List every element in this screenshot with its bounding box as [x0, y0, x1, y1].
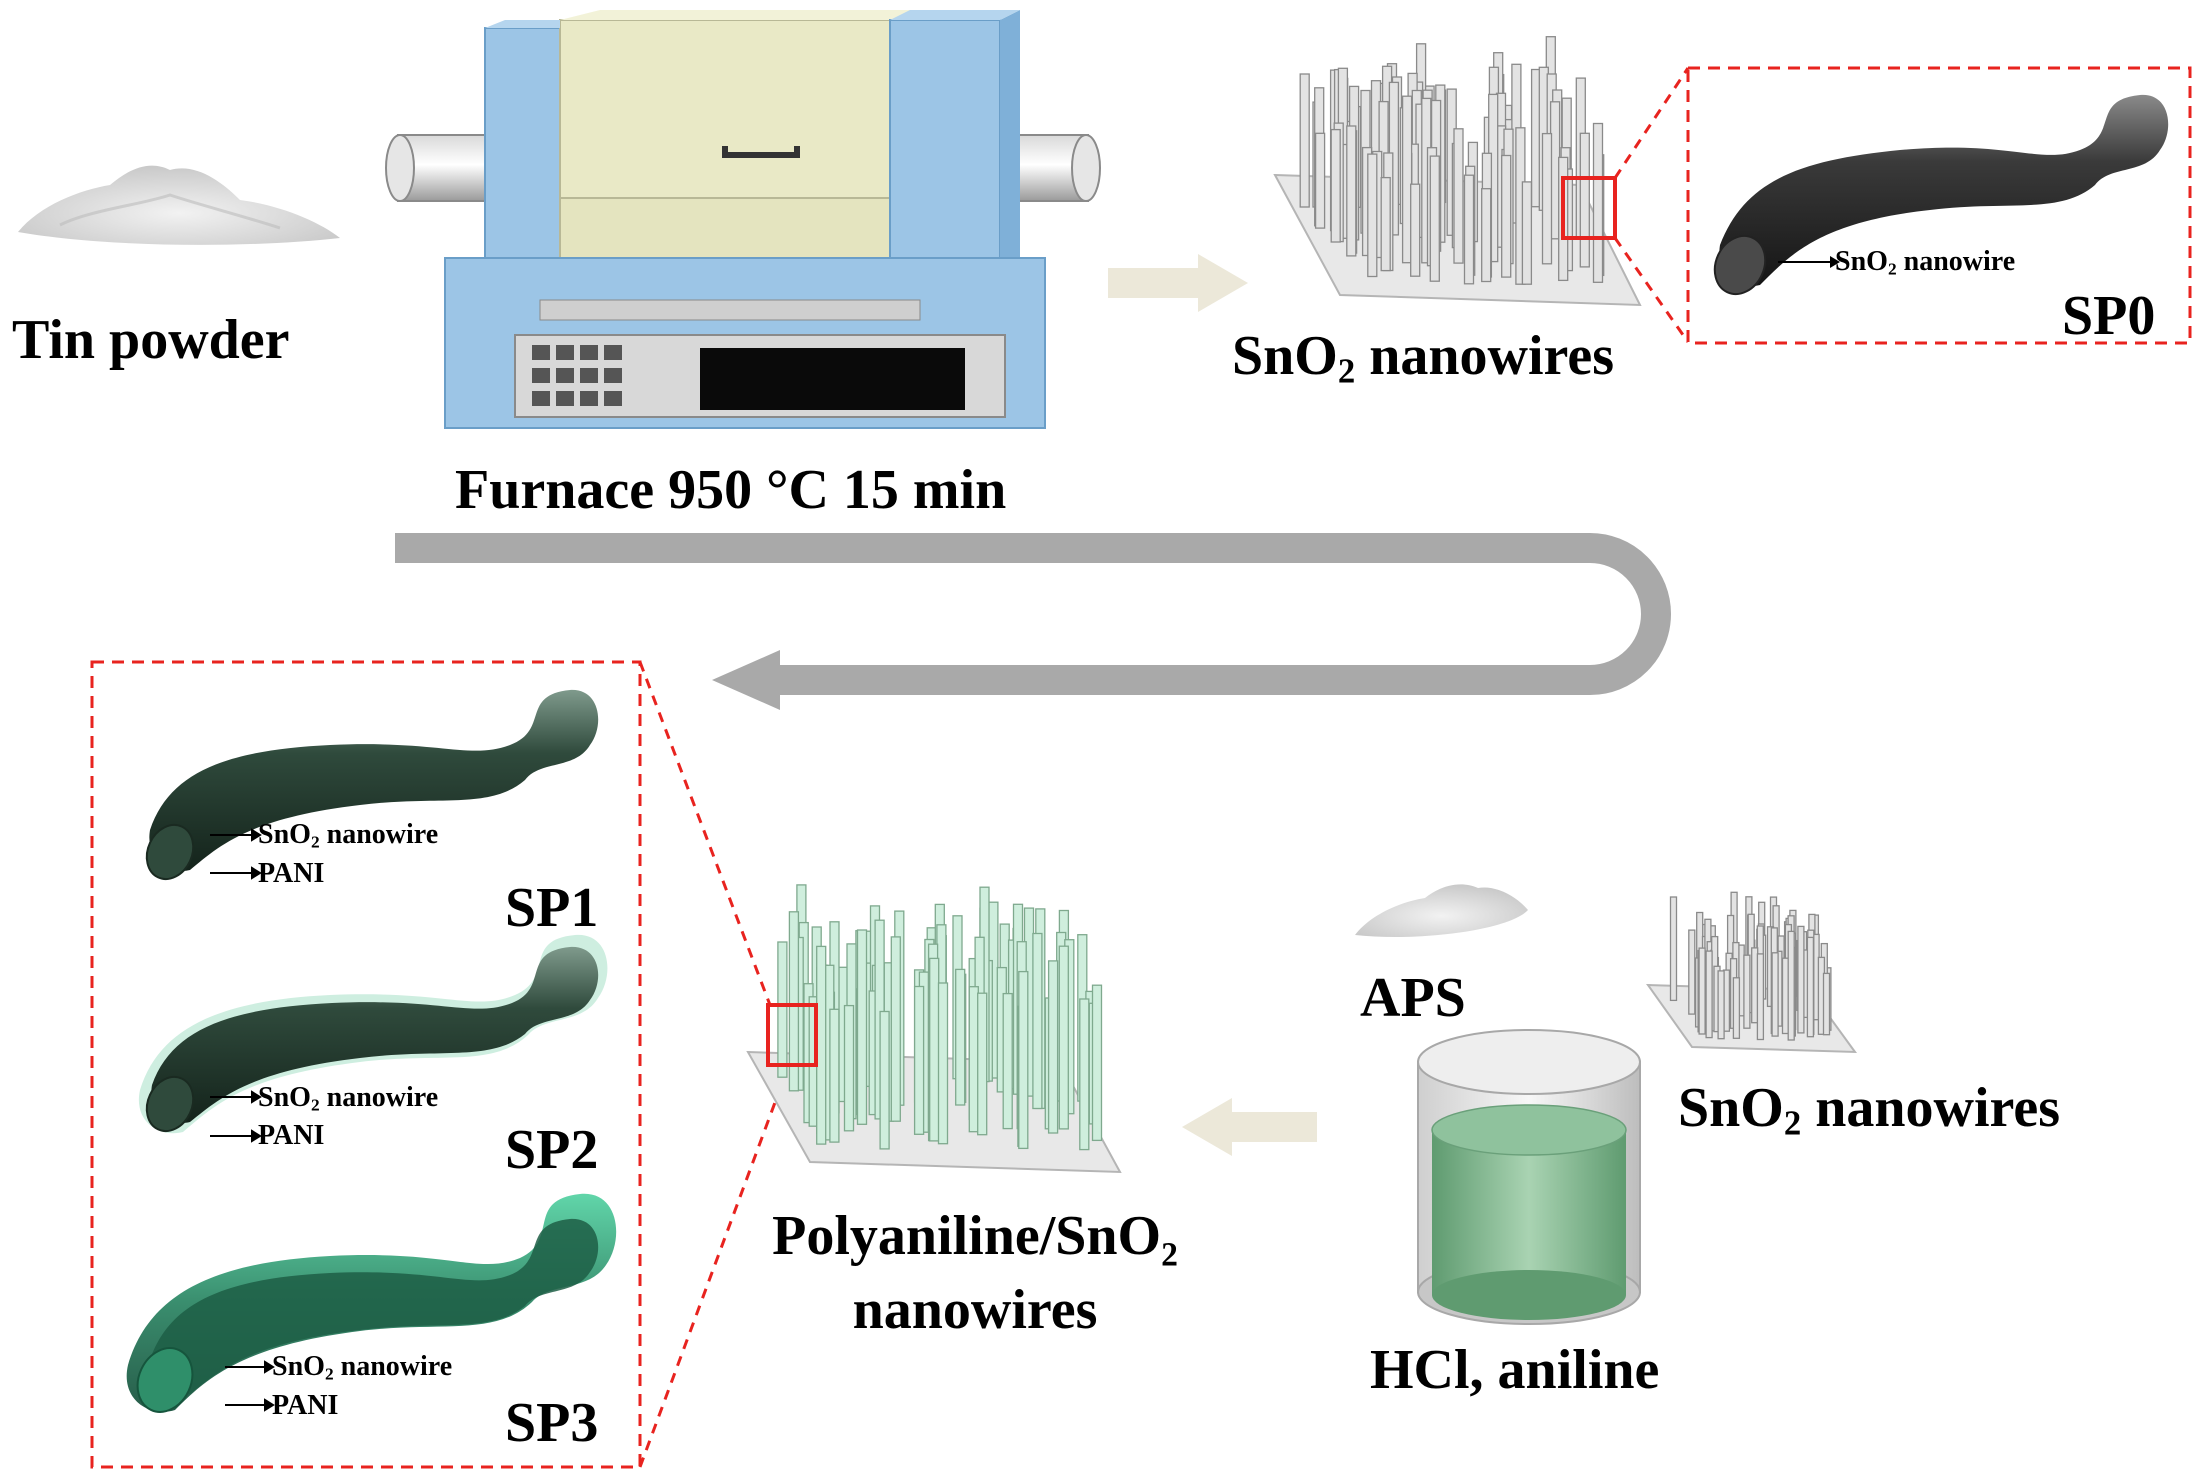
nanowire-rod [1756, 953, 1765, 1041]
nanowire-rod [1669, 896, 1678, 1002]
sample-label-sp2: SP2 [505, 1119, 599, 1181]
nanowire-rod [1717, 970, 1725, 1040]
nanowire-rod [955, 968, 966, 1106]
nanowire-rod [1732, 977, 1741, 1039]
nanowire-rod [1429, 155, 1440, 282]
tin-powder-pile [18, 165, 340, 245]
nanowire-rod [1743, 954, 1751, 1029]
nanowire-rod [1463, 174, 1475, 285]
nanowire-rod [1047, 960, 1059, 1134]
nanowire-rod [1032, 932, 1043, 1110]
nanowire-rod [1058, 945, 1069, 1130]
nanowire-rod [1698, 947, 1706, 1035]
nanowire-rod [1501, 154, 1512, 278]
nanowire-rod [1481, 188, 1492, 283]
nanowire-rod [1091, 984, 1103, 1142]
sp0-nanowire-illustration [1713, 94, 2169, 296]
nanowire-rod [968, 986, 979, 1133]
furnace-conditions-label: Furnace 950 °C 15 min [455, 459, 1007, 521]
sp2-pani-label: PANI [258, 1120, 325, 1151]
nanowire-rod [1410, 183, 1421, 277]
nanowire-rod [1367, 153, 1378, 278]
sp1-sno2-nanowire-label: SnO2 nanowire [258, 819, 439, 852]
nanowire-rod [1797, 925, 1805, 1034]
nanowire-rod [1401, 95, 1413, 264]
reaction-beaker [1417, 1029, 1641, 1325]
flow-arrow-uturn [395, 533, 1671, 710]
aps-powder-pile [1355, 884, 1528, 938]
nanowire-rod [937, 982, 949, 1145]
sno2-nanowire-array-top [1273, 36, 1642, 307]
sample-label-sp3: SP3 [505, 1392, 599, 1454]
polyaniline-sno2-label-line2: nanowires [852, 1279, 1098, 1341]
nanowire-rod [879, 1010, 890, 1150]
nanowire-rod [1018, 970, 1029, 1150]
nanowire-rod [890, 936, 901, 1122]
sp3-pani-label: PANI [272, 1390, 339, 1421]
nanowire-rod [1705, 950, 1713, 1039]
nanowire-rod [843, 1004, 855, 1132]
nanowire-rod [1541, 132, 1553, 265]
pani-sno2-nanowire-array [746, 884, 1122, 1174]
nanowire-rod [1822, 972, 1831, 1036]
nanowire-rod [1330, 128, 1341, 243]
sp1-pani-label: PANI [258, 858, 325, 889]
aps-label: APS [1360, 967, 1466, 1029]
nanowire-rod [1346, 125, 1357, 257]
nanowire-rod [1299, 73, 1310, 208]
tube-furnace [385, 10, 1101, 429]
nanowire-rod [816, 945, 827, 1145]
nanowire-rod [788, 911, 800, 1092]
nanowire-rod [777, 941, 788, 1078]
nanowire-rod [929, 957, 940, 1142]
zoom-connector-sp0 [1613, 66, 2192, 345]
nanowire-rod [1771, 952, 1779, 1037]
nanowire-rod [1079, 998, 1090, 1151]
tin-powder-label: Tin powder [12, 309, 290, 371]
sp3-sno2-nanowire-label: SnO2 nanowire [272, 1351, 453, 1384]
nanowire-rod [1002, 992, 1013, 1130]
step-arrow-right [1108, 254, 1248, 312]
sp2-nanowire-illustration [138, 934, 608, 1134]
sample-label-sp1: SP1 [505, 877, 599, 939]
polyaniline-sno2-label-line1: Polyaniline/SnO₂ [772, 1205, 1178, 1267]
sp1-nanowire-illustration [145, 689, 599, 881]
zoom-box-pani-samples [90, 660, 792, 1469]
sno2-nanowires-label-bottom: SnO2 nanowires [1678, 1077, 2060, 1143]
nanowire-rod [913, 985, 925, 1135]
nanowire-rod [1453, 128, 1464, 264]
sp0-sno2-nanowire-label: SnO2 nanowire [1835, 246, 2016, 279]
sno2-nanowires-label-top: SnO2 nanowires [1232, 325, 1614, 391]
nanowire-rod [1806, 936, 1815, 1038]
nanowire-rod [1521, 181, 1533, 285]
nanowire-rod [856, 929, 868, 1125]
step-arrow-left [1182, 1098, 1317, 1156]
nanowire-rod [1579, 132, 1590, 268]
nanowire-rod [1314, 132, 1326, 229]
sample-label-sp0: SP0 [2062, 285, 2156, 347]
nanowire-rod [1380, 176, 1391, 272]
sp3-nanowire-illustration [126, 1193, 617, 1413]
nanowire-rod [977, 992, 988, 1136]
nanowire-rod [1787, 930, 1795, 1041]
sno2-nanowire-array-bottom [1646, 891, 1858, 1054]
aniline-solution [1432, 1130, 1626, 1295]
hcl-aniline-label: HCl, aniline [1370, 1339, 1660, 1401]
sp2-sno2-nanowire-label: SnO2 nanowire [258, 1082, 439, 1115]
nanowire-rod [1592, 122, 1604, 283]
nanowire-rod [829, 1008, 840, 1143]
nanowire-rod [1688, 929, 1696, 1015]
label-pointer-arrows [210, 828, 275, 1412]
